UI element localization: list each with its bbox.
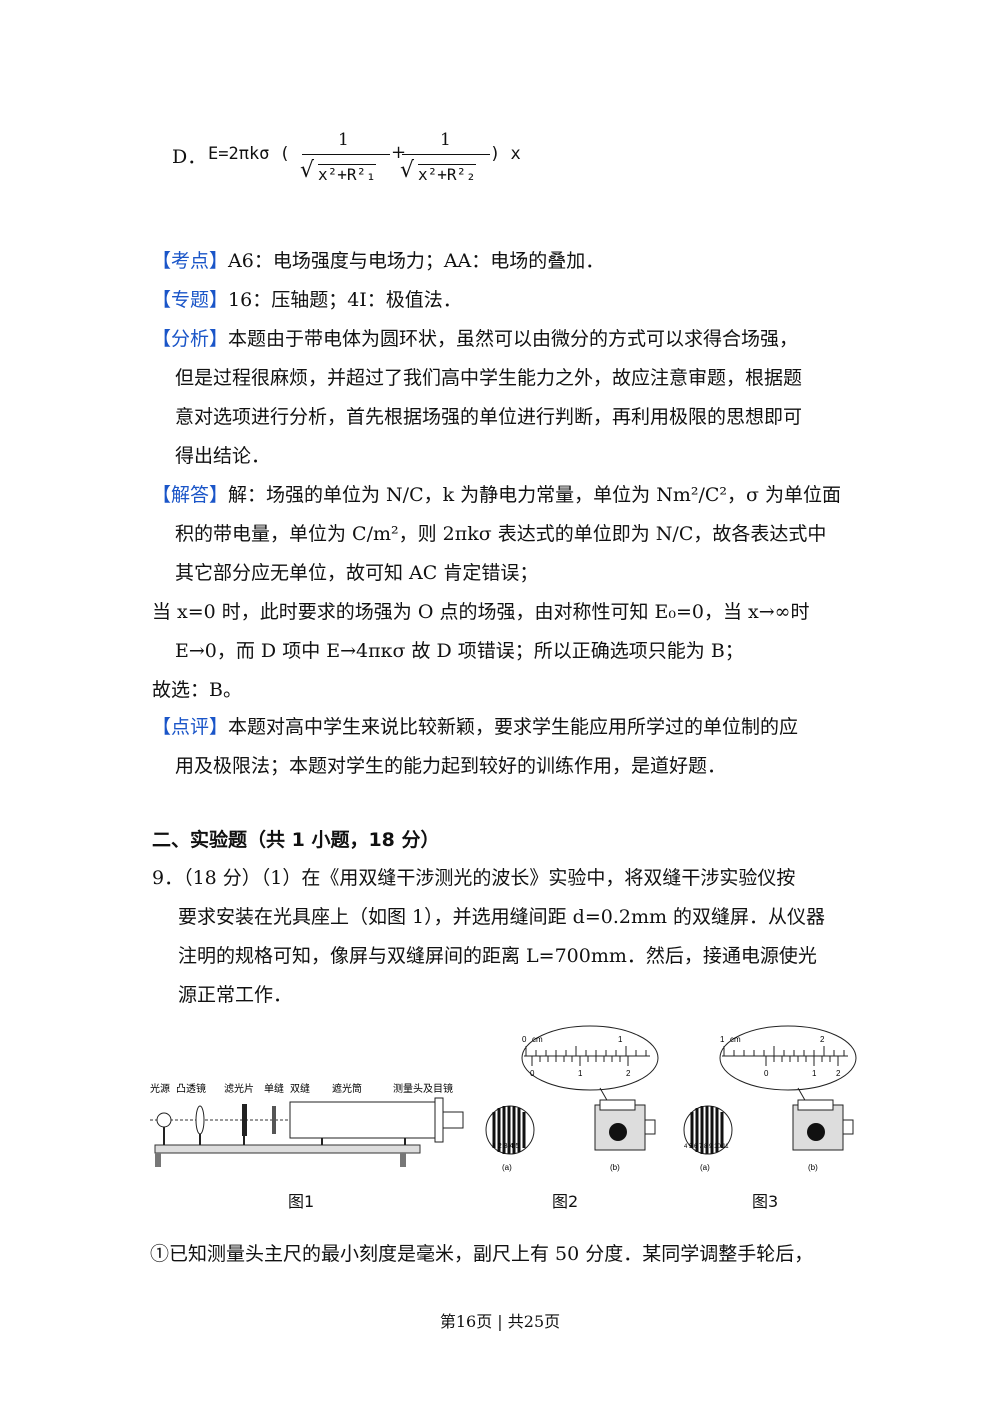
zhuanti-tag: 【专题】 xyxy=(152,289,229,311)
question9-line-4: 源正常工作． xyxy=(178,984,293,1006)
fig3-vernier-1: 1 xyxy=(812,1069,817,1078)
fig2-sub-a: (a) xyxy=(502,1163,512,1172)
sqrt-2-icon: √ xyxy=(400,158,415,183)
fig3-vernier-0: 0 xyxy=(764,1069,769,1078)
figure2-caption: 图2 xyxy=(552,1192,579,1211)
figure1-diagram: 光源 凸透镜 滤光片 单缝 双缝 遮光筒 测量头及目镜 xyxy=(150,1082,464,1167)
fig3-unit: cm xyxy=(730,1035,741,1044)
zhuanti-line: 【专题】16：压轴题；4I：极值法． xyxy=(152,286,462,314)
fraction-2-denominator: x²+R²₂ xyxy=(418,164,476,184)
question9-line-2: 要求安装在光具座上（如图 1），并选用缝间距 d=0.2mm 的双缝屏．从仪器 xyxy=(178,906,826,928)
fenxi-line-3: 意对选项进行分析，首先根据场强的单位进行判断，再利用极限的思想即可 xyxy=(175,406,803,428)
section-title: 二、实验题（共 1 小题，18 分） xyxy=(152,829,440,851)
question9-line-1: 9．（18 分）（1）在《用双缝干涉测光的波长》实验中，将双缝干涉实验仪按 xyxy=(152,867,796,889)
jieda-text-1: 解：场强的单位为 N/C，k 为静电力常量，单位为 Nm²/C²，σ 为单位面 xyxy=(228,484,842,506)
option-d-label: D． xyxy=(172,146,207,168)
figure1: 光源 凸透镜 滤光片 单缝 双缝 遮光筒 测量头及目镜 xyxy=(150,1080,480,1180)
label-measuring-head: 测量头及目镜 xyxy=(393,1082,453,1095)
fenxi-line-1: 【分析】本题由于带电体为圆环状，虽然可以由微分的方式可以求得合场强， xyxy=(152,325,798,353)
fig2-fringes: 1 2 3 4 5 xyxy=(492,1143,519,1150)
label-single-slit: 单缝 xyxy=(264,1082,284,1095)
formula-suffix: ) x xyxy=(490,144,521,164)
label-double-slit: 双缝 xyxy=(290,1082,310,1095)
label-light-source: 光源 xyxy=(150,1082,170,1095)
fig3-sub-a: (a) xyxy=(700,1163,710,1172)
fenxi-text-1: 本题由于带电体为圆环状，虽然可以由微分的方式可以求得合场强， xyxy=(228,328,799,350)
jieda-line-1: 【解答】解：场强的单位为 N/C，k 为静电力常量，单位为 Nm²/C²，σ 为… xyxy=(152,481,841,509)
figure1-caption: 图1 xyxy=(288,1192,315,1211)
sqrt-1-icon: √ xyxy=(300,158,315,183)
dianping-line-1: 【点评】本题对高中学生来说比较新颖，要求学生能应用所学过的单位制的应 xyxy=(152,713,798,741)
jieda-line-3: 其它部分应无单位，故可知 AC 肯定错误； xyxy=(175,562,539,584)
fenxi-tag: 【分析】 xyxy=(152,328,229,350)
jieda-line-2: 积的带电量，单位为 C/m²，则 2πkσ 表达式的单位即为 N/C，故各表达式… xyxy=(175,523,827,545)
fig2-vernier-0: 0 xyxy=(530,1069,535,1078)
fenxi-line-2: 但是过程很麻烦，并超过了我们高中学生能力之外，故应注意审题，根据题 xyxy=(175,367,803,389)
fig3-main-tick-0: 1 xyxy=(720,1035,725,1044)
question9-step1: ①已知测量头主尺的最小刻度是毫米，副尺上有 50 分度．某同学调整手轮后， xyxy=(150,1243,814,1265)
jieda-line-5: E→0，而 D 项中 E→4πκσ 故 D 项错误；所以正确选项只能为 B； xyxy=(175,640,744,662)
fig2-main-tick-1: 1 xyxy=(618,1035,623,1044)
fig3-main-tick-1: 2 xyxy=(820,1035,825,1044)
figure2-diagram: 0 cm 1 0 1 2 1 2 3 4 5 (a) (b) xyxy=(485,1025,659,1172)
fraction-2-numerator: 1 xyxy=(440,130,451,150)
figure3-diagram: 1 cm 2 0 1 2 4 5 6 7 8 9 10 11 (a) (b) xyxy=(683,1025,857,1172)
plus-sign: + xyxy=(391,142,407,163)
kaodian-text: A6：电场强度与电场力；AA：电场的叠加． xyxy=(228,250,605,272)
formula-prefix: E=2πkσ ( xyxy=(208,144,290,164)
fig2-sub-b: (b) xyxy=(610,1163,620,1172)
fraction-1-denominator: x²+R²₁ xyxy=(318,164,376,184)
label-tube: 遮光筒 xyxy=(332,1082,362,1095)
fig2-main-tick-0: 0 xyxy=(522,1035,527,1044)
figure2: 0 cm 1 0 1 2 1 2 3 4 5 (a) (b) xyxy=(480,1020,660,1180)
zhuanti-text: 16：压轴题；4I：极值法． xyxy=(228,289,462,311)
fig3-sub-b: (b) xyxy=(808,1163,818,1172)
fig3-vernier-2: 2 xyxy=(836,1069,841,1078)
jieda-tag: 【解答】 xyxy=(152,484,229,506)
fenxi-line-4: 得出结论． xyxy=(175,445,271,467)
fraction-2-bar xyxy=(402,154,490,155)
dianping-tag: 【点评】 xyxy=(152,716,229,738)
label-convex-lens: 凸透镜 xyxy=(176,1082,206,1095)
fig3-fringes: 4 5 6 7 8 9 10 11 xyxy=(684,1144,729,1150)
question9-line-3: 注明的规格可知，像屏与双缝屏间的距离 L=700mm．然后，接通电源使光 xyxy=(178,945,817,967)
kaodian-tag: 【考点】 xyxy=(152,250,229,272)
fig2-vernier-1: 1 xyxy=(578,1069,583,1078)
fraction-1-bar xyxy=(302,154,390,155)
dianping-line-2: 用及极限法；本题对学生的能力起到较好的训练作用，是道好题． xyxy=(175,755,727,777)
fig2-vernier-2: 2 xyxy=(626,1069,631,1078)
figure3-caption: 图3 xyxy=(752,1192,779,1211)
figure3: 1 cm 2 0 1 2 4 5 6 7 8 9 10 11 (a) (b) xyxy=(678,1020,858,1180)
page-footer: 第16页 | 共25页 xyxy=(439,1312,561,1331)
jieda-line-6: 故选：B。 xyxy=(152,679,242,701)
kaodian-line: 【考点】A6：电场强度与电场力；AA：电场的叠加． xyxy=(152,247,604,275)
option-d: D． E=2πkσ ( 1 √ x²+R²₁ + 1 √ x²+R²₂ ) x xyxy=(172,130,532,200)
label-filter: 滤光片 xyxy=(224,1082,254,1095)
dianping-text-1: 本题对高中学生来说比较新颖，要求学生能应用所学过的单位制的应 xyxy=(228,716,799,738)
jieda-line-4: 当 x=0 时，此时要求的场强为 O 点的场强，由对称性可知 E₀=0，当 x→… xyxy=(152,601,810,623)
fig2-unit: cm xyxy=(532,1035,543,1044)
fraction-1-numerator: 1 xyxy=(338,130,349,150)
